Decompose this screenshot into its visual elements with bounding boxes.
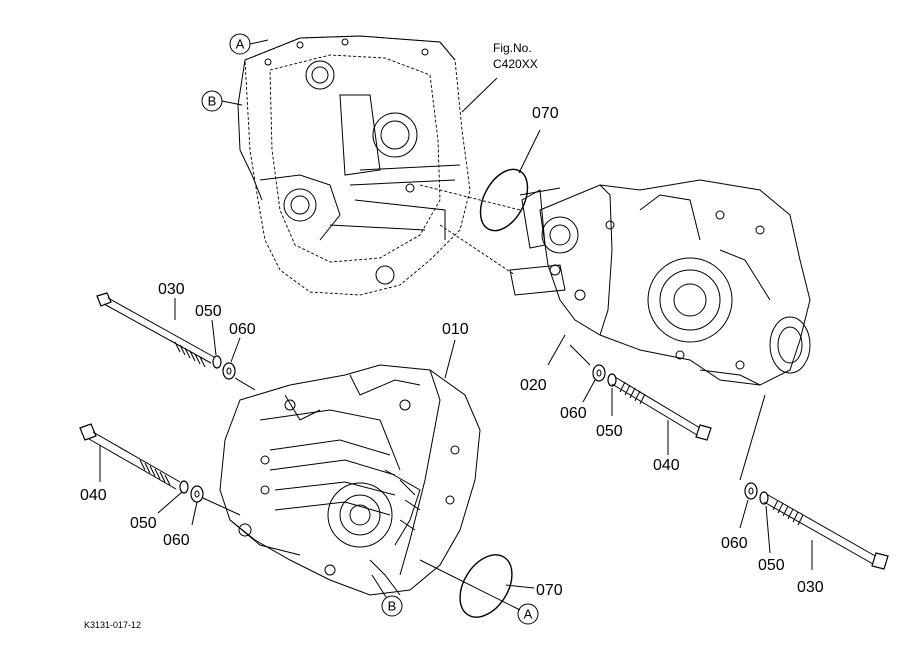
leader-070-bottom — [505, 584, 535, 589]
fig-no-label: Fig.No. — [493, 41, 532, 55]
callout-060-middle: 060 — [560, 405, 587, 422]
leader-010 — [444, 339, 456, 379]
callout-010: 010 — [442, 321, 469, 338]
callout-060-lower-left: 060 — [163, 532, 190, 549]
fig-no-value: C420XX — [493, 57, 538, 71]
ref-mark-a-bottom-label: A — [524, 607, 533, 622]
callout-030-right: 030 — [797, 579, 824, 596]
leader-060-middle — [582, 379, 596, 403]
bolt-040-left — [79, 423, 181, 490]
washer-050-upper-left — [212, 355, 222, 369]
ref-mark-a-bottom: A — [517, 603, 539, 625]
leader-020 — [547, 334, 566, 366]
washer-050-middle — [607, 373, 617, 387]
leader-050-right — [765, 505, 771, 554]
callout-040-left: 040 — [80, 487, 107, 504]
ref-mark-b-bottom: B — [371, 574, 403, 617]
ref-line-a-bottom — [419, 559, 521, 611]
drawing-code: K3131-017-12 — [84, 620, 141, 630]
ref-mark-b-top-label: B — [208, 94, 217, 109]
callout-070-bottom: 070 — [536, 582, 563, 599]
callout-030-left: 030 — [158, 281, 185, 298]
fig-no-leader — [461, 77, 498, 113]
washer-060-upper-left — [222, 362, 236, 380]
callout-050-middle: 050 — [596, 423, 623, 440]
leader-060-upper-left — [230, 337, 241, 363]
leader-070-top — [518, 129, 541, 174]
washer-060-right — [744, 482, 758, 500]
leader-050-lower-left — [157, 491, 183, 514]
ref-mark-b-bottom-label: B — [388, 599, 397, 614]
ref-mark-a-top: A — [229, 33, 269, 55]
leader-060-right — [739, 499, 749, 529]
alignment-line-1 — [419, 184, 521, 211]
callout-040-right: 040 — [653, 457, 680, 474]
housing-020 — [509, 179, 811, 386]
transmission-case-reference — [237, 35, 471, 296]
alignment-line-2 — [439, 224, 516, 276]
callout-020: 020 — [520, 377, 547, 394]
leader-050-upper-left — [211, 319, 217, 356]
bolt-030-right — [763, 494, 889, 570]
washer-060-middle — [592, 364, 606, 382]
washer-060-lower-left — [190, 485, 204, 503]
leader-060-lower-left — [191, 501, 198, 526]
ref-mark-b-top: B — [201, 90, 243, 112]
callout-060-upper-left: 060 — [229, 321, 256, 338]
bolt-030-left — [96, 292, 215, 368]
callout-050-upper-left: 050 — [195, 303, 222, 320]
ref-mark-a-top-label: A — [236, 37, 245, 52]
washer-050-right — [759, 491, 769, 505]
housing-010 — [219, 364, 481, 596]
callout-070-top: 070 — [532, 105, 559, 122]
o-ring-070-bottom — [459, 554, 513, 618]
callout-050-lower-left: 050 — [130, 515, 157, 532]
washer-050-lower-left — [179, 480, 189, 494]
callout-060-right: 060 — [721, 535, 748, 552]
callout-050-right: 050 — [758, 557, 785, 574]
bolt-040-right — [611, 376, 712, 441]
